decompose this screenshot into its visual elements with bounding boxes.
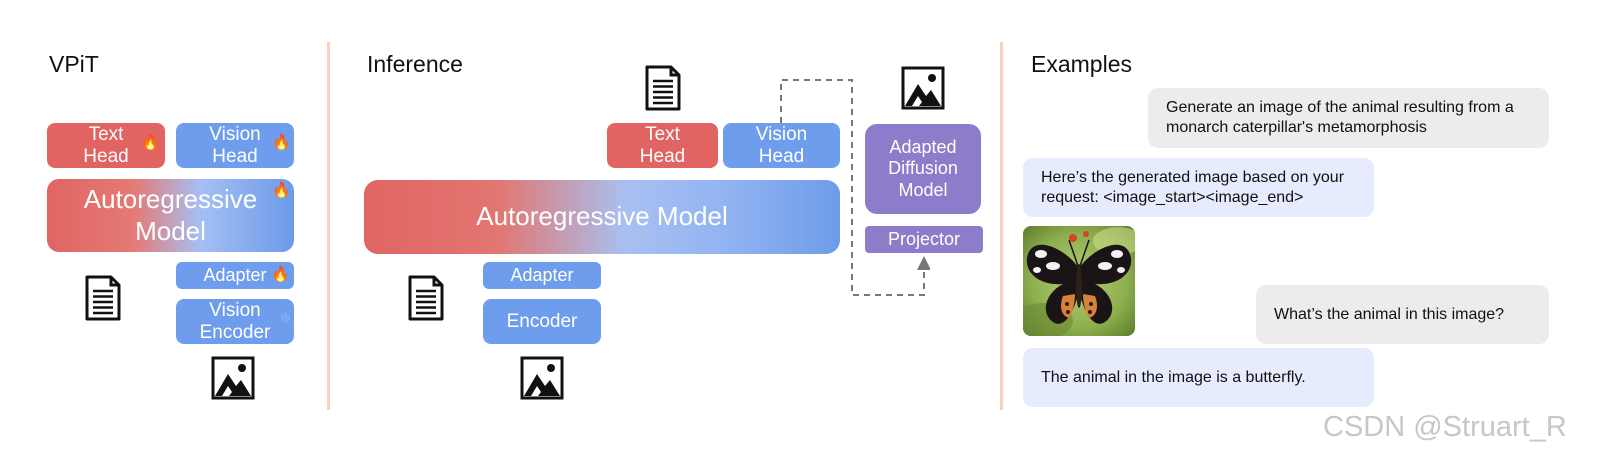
inference-vision-head: Vision Head <box>723 123 840 168</box>
inference-adapter: Adapter <box>483 262 601 289</box>
section-divider <box>327 42 330 410</box>
document-icon <box>643 64 683 112</box>
adapted-diffusion-model: Adapted Diffusion Model <box>865 124 981 214</box>
examples-title: Examples <box>1031 51 1132 77</box>
vpit-adapter: Adapter 🔥 <box>176 262 294 289</box>
image-icon <box>211 356 255 400</box>
inference-title: Inference <box>367 51 463 77</box>
fire-icon: 🔥 <box>141 134 160 151</box>
assistant-message: The animal in the image is a butterfly. <box>1023 348 1374 407</box>
document-icon <box>406 274 446 322</box>
vision-encoder-label: Vision Encoder <box>199 299 271 343</box>
butterfly-image <box>1023 226 1135 336</box>
image-icon <box>520 356 564 400</box>
vpit-text-head: Text Head 🔥 <box>47 123 165 168</box>
fire-icon: 🔥 <box>272 182 291 199</box>
inference-encoder: Encoder <box>483 299 601 344</box>
inference-autoregressive-model: Autoregressive Model <box>364 180 840 254</box>
inference-text-head: Text Head <box>607 123 718 168</box>
vpit-title: VPiT <box>49 51 99 77</box>
vision-head-label: Vision Head <box>209 123 261 167</box>
user-message: Generate an image of the animal resultin… <box>1148 88 1549 148</box>
snowflake-icon: ❄ <box>279 310 292 327</box>
watermark: CSDN @Struart_R <box>1323 411 1567 443</box>
adapter-label: Adapter <box>203 265 267 286</box>
vpit-autoregressive-model: Autoregressive Model 🔥 <box>47 179 294 252</box>
vpit-vision-head: Vision Head 🔥 <box>176 123 294 168</box>
projector: Projector <box>865 226 983 253</box>
vision-head-to-projector-connector <box>780 79 930 296</box>
assistant-message: Here’s the generated image based on your… <box>1023 158 1374 217</box>
fire-icon: 🔥 <box>272 134 291 151</box>
fire-icon: 🔥 <box>271 266 290 283</box>
text-head-label: Text Head <box>83 123 129 167</box>
vpit-vision-encoder: Vision Encoder ❄ <box>176 299 294 344</box>
autoregressive-label: Autoregressive Model <box>83 184 258 246</box>
section-divider <box>1000 42 1003 410</box>
document-icon <box>83 274 123 322</box>
user-message: What’s the animal in this image? <box>1256 285 1549 344</box>
